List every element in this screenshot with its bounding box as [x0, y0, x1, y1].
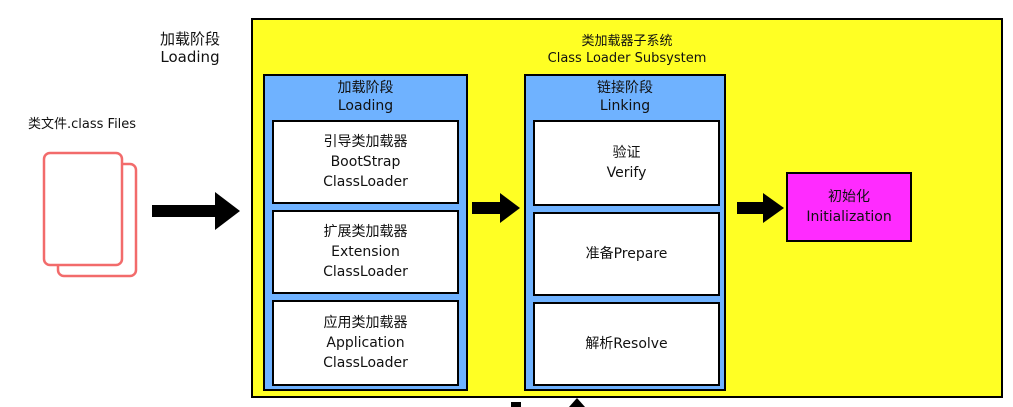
arrow-loading-to-linking: [472, 193, 520, 223]
loading-stage: 加载阶段 Loading 引导类加载器 BootStrap ClassLoade…: [263, 74, 468, 391]
class-files-icon: [42, 151, 138, 278]
extension-classloader-box: 扩展类加载器 Extension ClassLoader: [272, 210, 459, 294]
bootstrap-classloader-box: 引导类加载器 BootStrap ClassLoader: [272, 120, 459, 204]
subsystem-title: 类加载器子系统 Class Loader Subsystem: [547, 34, 707, 66]
prepare-box: 准备Prepare: [533, 212, 720, 296]
arrow-to-subsystem: [152, 192, 240, 230]
verify-box: 验证 Verify: [533, 120, 720, 206]
resolve-box: 解析Resolve: [533, 302, 720, 386]
linking-stage-title: 链接阶段 Linking: [597, 80, 653, 114]
linking-stage: 链接阶段 Linking 验证 Verify 准备Prepare 解析Resol…: [524, 74, 726, 391]
outer-loading-label: 加载阶段 Loading: [159, 30, 220, 66]
loading-stage-title: 加载阶段 Loading: [337, 80, 394, 114]
initialization-box: 初始化 Initialization: [786, 172, 912, 242]
application-classloader-box: 应用类加载器 Application ClassLoader: [272, 300, 459, 386]
arrow-linking-to-initialization: [737, 193, 784, 223]
class-files-label: 类文件.class Files: [28, 117, 137, 132]
cropped-arrow-stubs: [511, 398, 585, 407]
